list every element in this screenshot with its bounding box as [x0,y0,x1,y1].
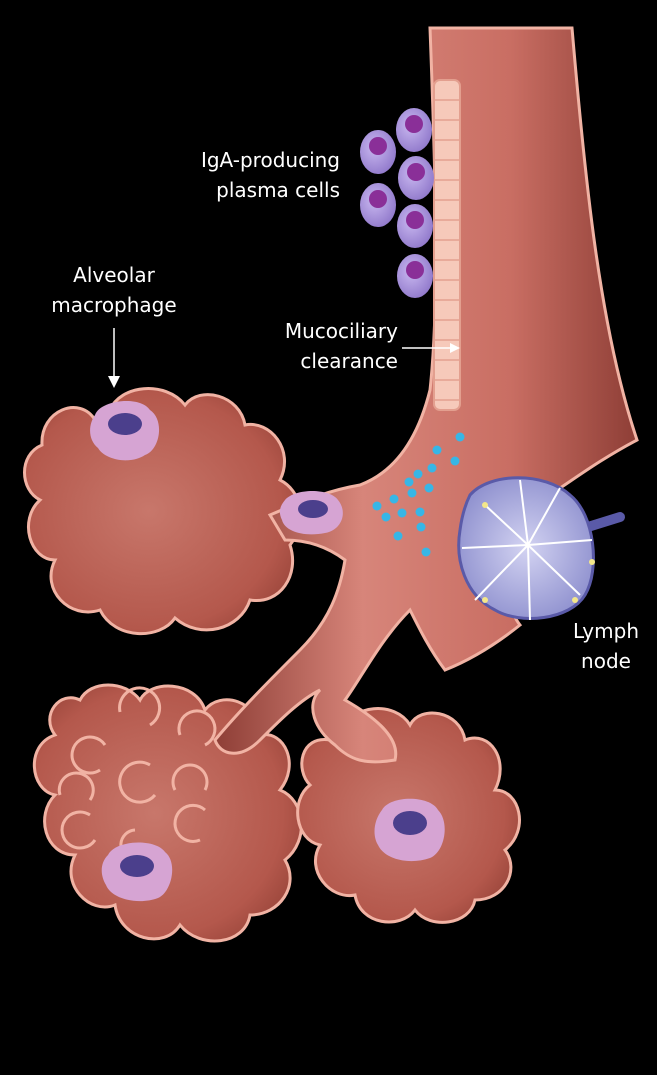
plasma-cell [360,183,396,227]
lymph-node-label-line-1: Lymph [573,619,639,643]
lymph-node-label-line-2: node [581,649,631,673]
macrophage-label-line-2: macrophage [51,293,177,317]
plasma-cell [396,108,432,152]
mucociliary-label: Mucociliary clearance [240,316,398,376]
mucociliary-label-line-1: Mucociliary [284,319,398,343]
alveolar-macrophage-top [90,400,160,461]
macrophage-label: Alveolar macrophage [34,260,194,320]
alveolar-sac-upper [23,387,303,636]
ciliated-epithelium [433,79,461,411]
plasma-cells-label-line-2: plasma cells [216,178,340,202]
plasma-cell [397,204,433,248]
macrophage-label-line-1: Alveolar [73,263,155,287]
lymph-node-label: Lymph node [566,616,646,676]
epithelial-cell-divisions [434,99,460,401]
macrophage-arrow [108,328,120,388]
plasma-cells [360,108,434,298]
plasma-cell [398,156,434,200]
alveolar-macrophage-airway [279,491,343,535]
antibody-particles [372,432,465,557]
lymph-node [457,476,625,621]
alveolar-macrophage-lower-left [101,842,173,902]
plasma-cell [397,254,433,298]
plasma-cell [360,130,396,174]
alveolar-macrophage-lower-right [374,798,445,862]
plasma-cells-label: IgA-producing plasma cells [170,145,340,205]
plasma-cells-label-line-1: IgA-producing [200,148,340,172]
mucociliary-label-line-2: clearance [300,349,398,373]
mucociliary-arrow [402,343,460,353]
